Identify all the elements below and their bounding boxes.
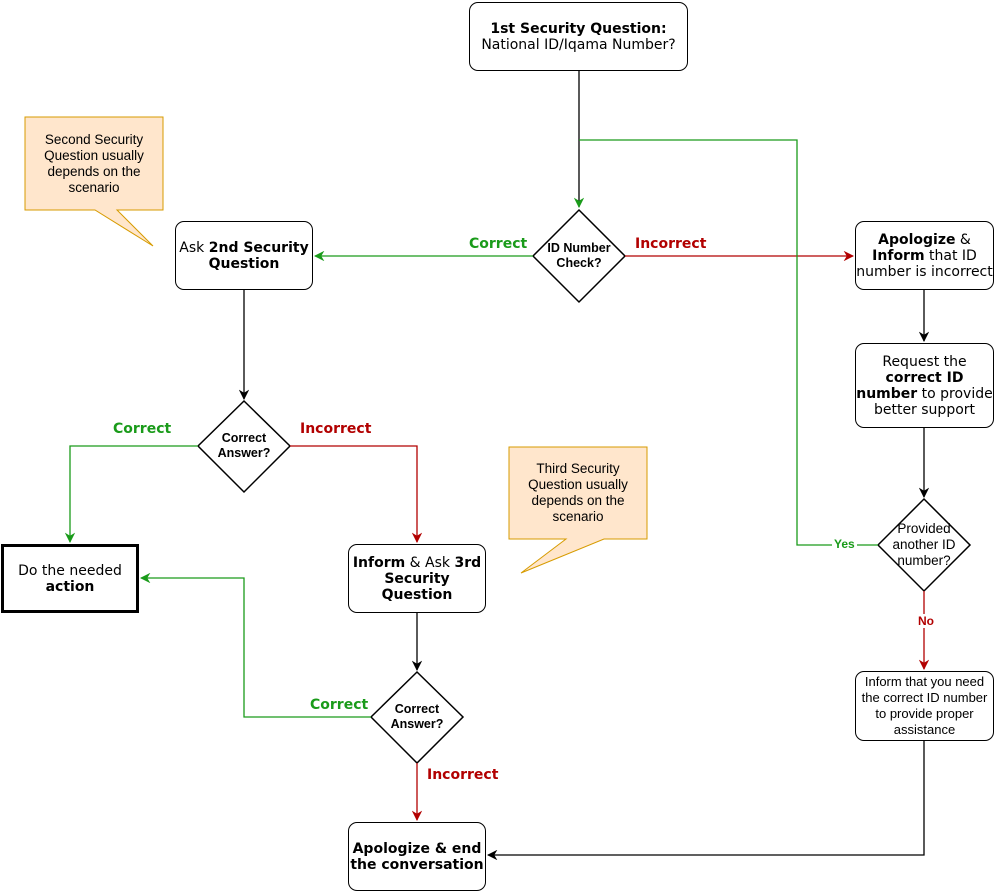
apologize-end-line1: Apologize & end (352, 840, 482, 857)
inform-ask-third-line1: Inform & Ask 3rd (353, 555, 481, 571)
note3-line3: depends on the (531, 493, 625, 508)
id-check-line2: Check? (556, 256, 602, 270)
inform-ask-third-mid: & Ask (405, 554, 455, 571)
apologize-bold: Apologize (878, 231, 956, 248)
ask-second-question-box: Ask 2nd Security Question (175, 221, 313, 290)
provided-another-line2: another ID (892, 537, 956, 552)
inform-ask-third-line3: Question (381, 586, 453, 603)
correct-answer-1-line1: Correct (221, 431, 267, 445)
inform-ask-third-line2: Security (384, 570, 450, 587)
inform-need-line4: assistance (893, 722, 956, 737)
id-check-line1: ID Number (547, 241, 611, 255)
provided-another-line3: number? (897, 553, 951, 568)
correct-answer-2-line2: Answer? (390, 717, 444, 731)
apologize-inform-line1: Apologize & (878, 232, 971, 248)
label-no: No (916, 614, 936, 628)
apologize-inform-line3: number is incorrect (856, 263, 993, 280)
label-correct-1: Correct (469, 236, 528, 252)
correct-answer-2-label: Correct Answer? (371, 697, 463, 737)
label-incorrect-1: Incorrect (635, 236, 707, 252)
provided-another-label: Provided another ID number? (878, 520, 970, 570)
inform-bold: Inform (872, 247, 925, 264)
note2-line1: Second Security (44, 131, 144, 147)
ask-second-bold: 2nd Security (208, 239, 309, 256)
inform-need-line2: the correct ID number (861, 690, 988, 705)
label-incorrect-2: Incorrect (300, 421, 372, 437)
first-security-question-text: National ID/Iqama Number? (481, 36, 676, 53)
request-id-bold2: number (856, 385, 918, 402)
inform-need-line3: to provide proper (875, 706, 974, 721)
note3-callout-shape (508, 446, 648, 574)
note2-line2: Question usually (44, 147, 144, 163)
note-second-question: Second Security Question usually depends… (26, 118, 162, 209)
edge-answer1-correct (64, 445, 198, 544)
edge-inform-need-to-end (486, 741, 925, 861)
label-incorrect-3: Incorrect (427, 767, 499, 783)
note3-line2: Question usually (528, 477, 628, 492)
first-security-question-title: 1st Security Question: (490, 20, 667, 37)
first-security-question-box: 1st Security Question: National ID/Iqama… (469, 2, 688, 71)
ask-second-pre: Ask (179, 239, 209, 256)
edge-answer2-correct (139, 572, 371, 718)
apologize-amp: & (955, 231, 971, 248)
inform-ask-third-bold2: 3rd (454, 554, 482, 571)
note3-line1: Third Security (536, 461, 620, 476)
inform-ask-third-box: Inform & Ask 3rd Security Question (348, 544, 486, 613)
correct-answer-2-line1: Correct (394, 702, 440, 716)
do-action-line2: action (45, 578, 95, 595)
inform-need-id-box: Inform that you need the correct ID numb… (855, 671, 994, 741)
note2-line3: depends on the (47, 163, 141, 179)
note2-line4: scenario (68, 179, 120, 195)
label-yes: Yes (832, 537, 857, 551)
apologize-inform-line2: Inform that ID (872, 248, 977, 264)
note3-line4: scenario (552, 509, 604, 524)
apologize-inform-rest1: that ID (924, 247, 977, 264)
ask-second-line1: Ask 2nd Security (179, 240, 308, 256)
apologize-inform-box: Apologize & Inform that ID number is inc… (855, 221, 994, 290)
ask-second-line2: Question (208, 255, 280, 272)
note2-callout-shape (24, 116, 164, 247)
correct-answer-1-label: Correct Answer? (198, 426, 290, 466)
request-id-line3: number to provide (856, 386, 992, 402)
correct-answer-1-diamond (196, 399, 292, 494)
edge-answer1-incorrect (290, 445, 423, 544)
request-id-box: Request the correct ID number to provide… (855, 343, 994, 428)
correct-answer-1-line2: Answer? (217, 446, 271, 460)
do-action-box: Do the needed action (1, 544, 139, 613)
inform-ask-third-bold1: Inform (352, 554, 406, 571)
inform-need-line1: Inform that you need (864, 674, 985, 689)
note-third-question: Third Security Question usually depends … (510, 448, 646, 538)
do-action-line1: Do the needed (18, 562, 122, 579)
id-check-label: ID Number Check? (533, 236, 625, 276)
id-check-diamond (531, 208, 627, 304)
apologize-end-box: Apologize & end the conversation (348, 822, 486, 891)
request-id-rest2: to provide (917, 385, 993, 402)
request-id-line4: better support (873, 401, 976, 418)
apologize-end-line2: the conversation (350, 856, 484, 873)
provided-another-line1: Provided (897, 521, 951, 536)
label-correct-2: Correct (113, 421, 172, 437)
request-id-line1: Request the (882, 353, 967, 370)
request-id-line2: correct ID (885, 369, 964, 386)
label-correct-3: Correct (310, 697, 369, 713)
